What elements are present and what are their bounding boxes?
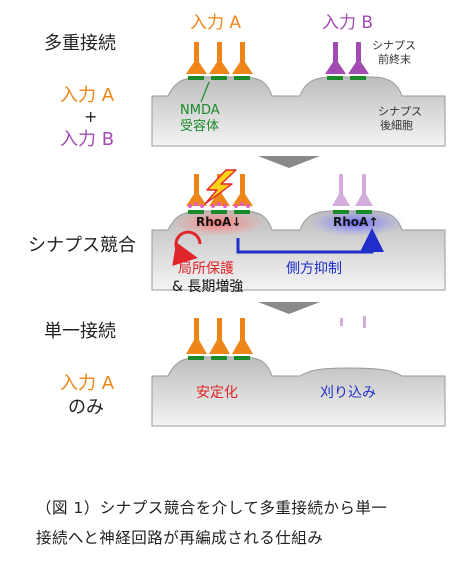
presynaptic-label-1: シナプス	[372, 39, 416, 52]
vesicle-dots	[188, 202, 250, 208]
side-input-a: 入力 A	[60, 85, 115, 106]
input-a-terminals	[186, 42, 253, 74]
nmda-label-2: 受容体	[180, 119, 220, 134]
input-a-terminals	[186, 318, 253, 354]
rhoa-down-label: RhoA↓	[196, 215, 242, 229]
lateral-inhibition-arrow	[236, 228, 384, 254]
postsynaptic-label-1: シナプス	[378, 105, 422, 118]
transition-arrow	[258, 302, 320, 314]
activity-bolt-icon	[204, 169, 237, 205]
caption-line-2: 接続へと神経回路が再編成される仕組み	[36, 529, 324, 547]
ltp-label: & 長期増強	[172, 279, 244, 295]
caption-line-1: （図 1）シナプス競合を介して多重接続から単一	[36, 499, 388, 517]
nmda-receptors	[188, 356, 250, 360]
nmda-receptors	[188, 76, 366, 80]
input-b-terminals-weak	[332, 174, 373, 206]
stabilize-label: 安定化	[196, 385, 238, 401]
rhoa-up-label: RhoA↑	[333, 215, 379, 229]
side-input-b: 入力 B	[60, 129, 115, 150]
prune-label: 刈り込み	[320, 385, 376, 401]
panel-multiple-connection	[151, 42, 446, 147]
single-connection-label: 単一接続	[44, 321, 116, 342]
presynaptic-label-2: 前終末	[378, 53, 411, 66]
side-only-label: のみ	[68, 397, 104, 418]
panel-single-connection	[151, 316, 446, 427]
lateral-inhibition-label: 側方抑制	[286, 261, 342, 277]
panel-synapse-competition	[151, 169, 446, 291]
synapse-competition-label: シナプス競合	[28, 235, 136, 256]
side-plus: +	[84, 107, 98, 126]
side-input-a-only: 入力 A	[60, 373, 115, 394]
input-b-title: 入力 B	[322, 13, 374, 33]
input-b-terminals	[325, 42, 369, 74]
input-b-retracted	[340, 316, 366, 328]
local-protection-arrow	[172, 230, 202, 266]
input-a-title: 入力 A	[190, 13, 242, 33]
transition-arrow	[258, 156, 320, 168]
postsynaptic-label-2: 後細胞	[380, 119, 413, 132]
multiple-connection-label: 多重接続	[44, 33, 116, 54]
nmda-receptors	[188, 210, 372, 214]
local-protection-label: 局所保護	[178, 261, 234, 277]
nmda-label-1: NMDA	[180, 103, 220, 118]
